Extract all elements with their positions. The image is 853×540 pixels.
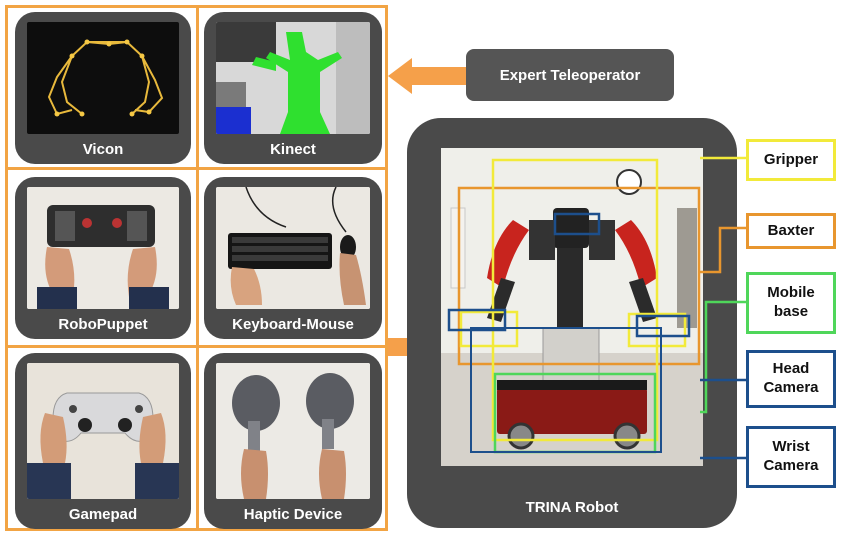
trina-robot-photo [441,148,703,466]
gamepad-card[interactable]: Gamepad [15,353,191,529]
grid-divider-row2 [5,345,388,348]
vicon-image [27,22,179,134]
robopuppet-device-icon [27,187,179,309]
head-camera-tag: Head Camera [746,350,836,408]
kinect-image [216,22,370,134]
gamepad-image [27,363,179,499]
vicon-skeleton-icon [47,39,164,117]
keyboard-mouse-card[interactable]: Keyboard-Mouse [204,177,382,339]
keyboard-mouse-icon [216,187,370,309]
head-camera-label: Head Camera [763,360,819,396]
annotation-leader-lines [700,156,748,460]
grid-divider-row1 [5,167,388,170]
haptic-device-icon [216,363,370,499]
robopuppet-card[interactable]: RoboPuppet [15,177,191,339]
haptic-device-image [216,363,370,499]
mobile-base-tag: Mobile base [746,272,836,334]
kinect-label: Kinect [270,141,316,158]
gripper-label: Gripper [763,150,819,168]
gripper-tag: Gripper [746,139,836,181]
arrow-left-icon [388,58,466,94]
keyboard-mouse-image [216,187,370,309]
haptic-device-label: Haptic Device [243,506,343,523]
grid-divider-vertical [196,5,199,531]
keyboard-mouse-label: Keyboard-Mouse [232,316,354,333]
mobile-base-label: Mobile base [767,284,815,320]
wrist-camera-tag: Wrist Camera [746,426,836,488]
expert-teleoperator-label: Expert Teleoperator [499,66,641,84]
gamepad-label: Gamepad [68,506,138,523]
wrist-camera-label: Wrist Camera [763,438,819,474]
robopuppet-label: RoboPuppet [58,316,148,333]
trina-robot-panel: TRINA Robot [407,118,737,528]
baxter-label: Baxter [767,221,815,239]
expert-teleoperator-box: Expert Teleoperator [466,49,674,101]
vicon-card[interactable]: Vicon [15,12,191,164]
gamepad-controller-icon [27,363,179,499]
vicon-label: Vicon [82,141,124,158]
baxter-tag: Baxter [746,213,836,249]
trina-robot-title: TRINA Robot [525,499,619,516]
robopuppet-image [27,187,179,309]
kinect-card[interactable]: Kinect [204,12,382,164]
kinect-depth-icon [216,22,370,134]
trina-robot-image [441,148,703,466]
haptic-device-card[interactable]: Haptic Device [204,353,382,529]
